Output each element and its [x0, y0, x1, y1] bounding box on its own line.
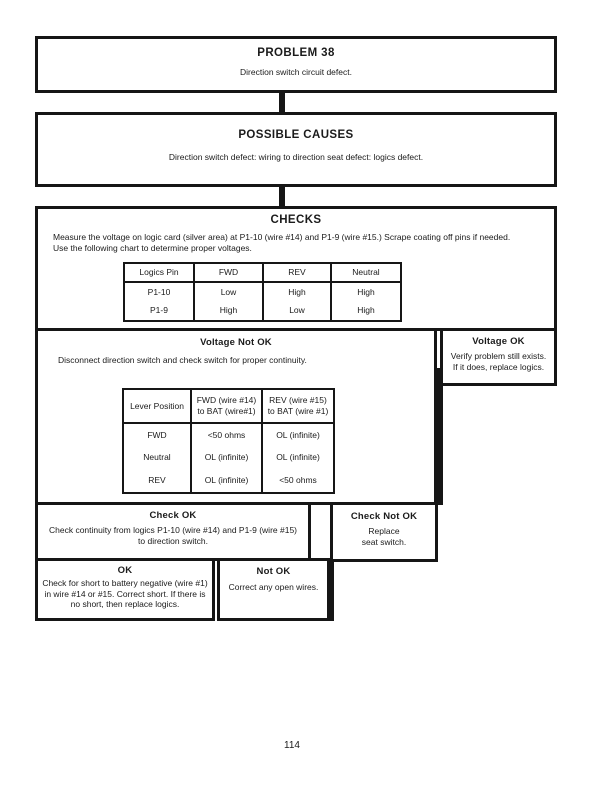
ok-line3: no short, then replace logics. [70, 599, 180, 609]
table-cell: Low [193, 282, 264, 301]
continuity-table-header-row: Lever Position FWD (wire #14) to BAT (wi… [122, 388, 335, 424]
table-cell: <50 ohms [261, 469, 335, 493]
check-ok-title: Check OK [149, 510, 197, 521]
check-not-ok-title: Check Not OK [350, 511, 418, 522]
table-cell: <50 ohms [190, 423, 263, 446]
checks-title: CHECKS [270, 214, 322, 226]
voltage-table-header: FWD [193, 262, 264, 283]
possible-causes-title: POSSIBLE CAUSES [238, 129, 354, 141]
voltage-not-ok-title: Voltage Not OK [200, 337, 272, 348]
check-ok-box: Check OK Check continuity from logics P1… [35, 502, 311, 561]
ok-line2: in wire #14 or #15. Correct short. If th… [44, 588, 206, 599]
voltage-ok-title: Voltage OK [472, 336, 525, 347]
checks-instruction-line1: Measure the voltage on logic card (silve… [53, 232, 511, 242]
voltage-ok-box: Voltage OK Verify problem still exists. … [440, 328, 557, 386]
table-cell: High [330, 301, 402, 321]
continuity-table-header: REV (wire #15) to BAT (wire #1) [261, 388, 335, 424]
table-cell: FWD [122, 423, 192, 446]
table-cell: P1-9 [123, 301, 195, 321]
check-not-ok-line1: Replace [368, 526, 400, 536]
table-cell: Neutral [122, 446, 192, 469]
voltage-ok-line1: Verify problem still exists. [450, 351, 547, 361]
not-ok-description: Correct any open wires. [228, 582, 319, 592]
table-cell: Low [262, 301, 332, 321]
voltage-table-header: Neutral [330, 262, 402, 283]
continuity-table-header: FWD (wire #14) to BAT (wire#1) [190, 388, 263, 424]
table-cell: P1-10 [123, 282, 195, 301]
table-cell: High [262, 282, 332, 301]
check-ok-line2: to direction switch. [138, 536, 208, 546]
check-ok-line1: Check continuity from logics P1-10 (wire… [48, 525, 298, 535]
check-not-ok-line2: seat switch. [361, 537, 407, 547]
check-not-ok-box: Check Not OK Replace seat switch. [330, 502, 438, 562]
problem-title: PROBLEM 38 [257, 47, 335, 59]
continuity-table-header-line: to BAT (wire#1) [197, 406, 256, 416]
connector-voltage-ok-to-check-not-ok [434, 368, 443, 505]
ok-title: OK [117, 565, 133, 576]
table-row: REV OL (infinite) <50 ohms [122, 469, 335, 493]
table-cell: High [193, 301, 264, 321]
problem-description: Direction switch circuit defect. [240, 67, 352, 77]
table-row: P1-9 High Low High [123, 301, 402, 321]
page-number: 114 [284, 740, 300, 751]
problem-box: PROBLEM 38 Direction switch circuit defe… [35, 36, 557, 93]
continuity-table: Lever Position FWD (wire #14) to BAT (wi… [122, 388, 335, 494]
possible-causes-box: POSSIBLE CAUSES Direction switch defect:… [35, 112, 557, 187]
voltage-table-header: Logics Pin [123, 262, 195, 283]
voltage-ok-line2: If it does, replace logics. [452, 362, 545, 372]
ok-line1: Check for short to battery negative (wir… [42, 578, 208, 588]
table-cell: REV [122, 469, 192, 493]
table-cell: OL (infinite) [261, 446, 335, 469]
ok-box: OK Check for short to battery negative (… [35, 558, 215, 621]
connector-problem-to-causes [279, 90, 285, 115]
connector-check-not-ok-down [327, 560, 334, 621]
not-ok-box: Not OK Correct any open wires. [217, 558, 330, 621]
table-row: P1-10 Low High High [123, 282, 402, 301]
table-cell: High [330, 282, 402, 301]
table-cell: OL (infinite) [261, 423, 335, 446]
continuity-table-header: Lever Position [122, 388, 192, 424]
continuity-table-header-line: FWD (wire #14) [196, 395, 257, 405]
voltage-table: Logics Pin FWD REV Neutral P1-10 Low Hig… [123, 262, 402, 322]
table-row: FWD <50 ohms OL (infinite) [122, 423, 335, 446]
voltage-not-ok-description: Disconnect direction switch and check sw… [58, 355, 307, 365]
continuity-table-header-line: REV (wire #15) [269, 395, 327, 405]
possible-causes-description: Direction switch defect: wiring to direc… [168, 152, 424, 162]
connector-causes-to-checks [279, 184, 285, 208]
voltage-table-header: REV [262, 262, 332, 283]
table-cell: OL (infinite) [190, 469, 263, 493]
voltage-table-header-row: Logics Pin FWD REV Neutral [123, 262, 402, 283]
continuity-table-header-line: to BAT (wire #1) [267, 406, 329, 416]
not-ok-title: Not OK [256, 566, 291, 577]
checks-instruction-line2: Use the following chart to determine pro… [53, 243, 252, 253]
table-row: Neutral OL (infinite) OL (infinite) [122, 446, 335, 469]
table-cell: OL (infinite) [190, 446, 263, 469]
